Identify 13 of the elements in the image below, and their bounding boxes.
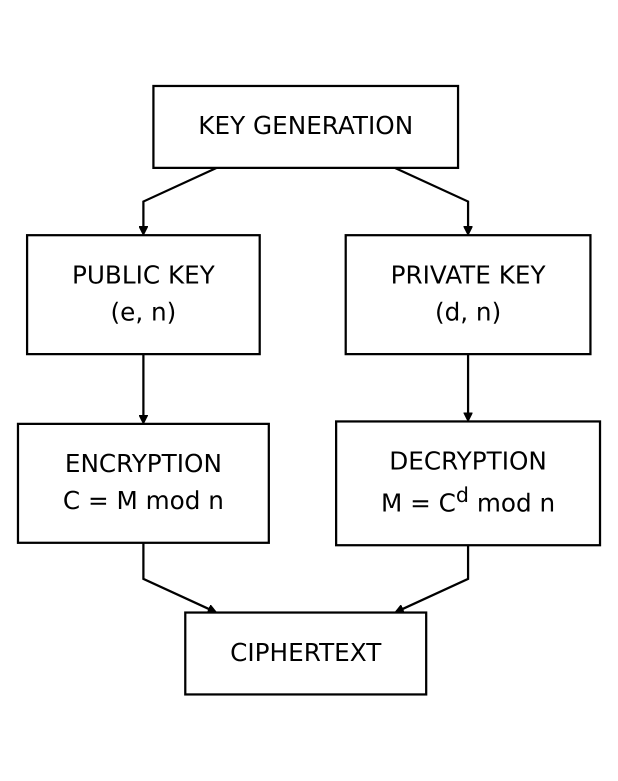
arrow (142, 543, 218, 614)
arrow (138, 167, 218, 236)
node-box (26, 234, 261, 356)
arrow (138, 354, 148, 425)
flowchart: KEY GENERATION PUBLIC KEY (e, n) PRIVATE KEY (d, n) ENCRYPTION C = M mod n DECRYPTION M = C$^{d}$ mod n CIPHERTEXT (9, 77, 609, 704)
node-box (16, 423, 270, 544)
node-box (184, 612, 428, 696)
node-box (344, 234, 592, 356)
node-box (152, 85, 460, 170)
arrow (394, 546, 470, 614)
arrow (394, 167, 473, 236)
node-box (335, 420, 602, 547)
arrow (463, 354, 473, 422)
